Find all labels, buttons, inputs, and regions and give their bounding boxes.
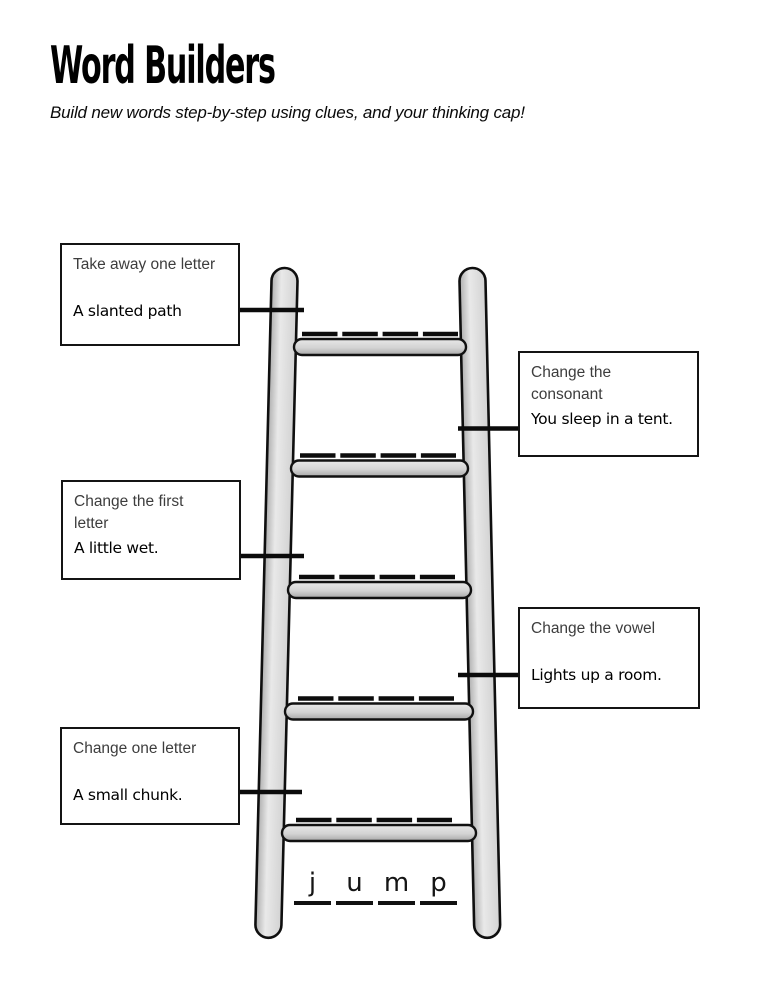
clue-instruction: Change one letter	[73, 740, 197, 757]
start-letter-slot: u	[336, 864, 373, 905]
ladder-rung	[292, 337, 468, 357]
start-letter-slot: m	[378, 864, 415, 905]
clue-answer-hint: A slanted path	[73, 302, 182, 320]
clue-answer-hint: A small chunk.	[73, 786, 183, 804]
clue-answer-hint: You sleep in a tent.	[531, 410, 673, 428]
ladder-rail-left	[254, 266, 299, 940]
clue-box: Change the first letter A little wet.	[61, 480, 241, 580]
ladder-rung	[289, 459, 470, 478]
start-word-row: j u m p	[294, 864, 457, 905]
ladder-rung	[283, 702, 475, 721]
clue-instruction: Change the vowel	[531, 620, 656, 637]
clue-box: Take away one letter A slanted path	[60, 243, 240, 346]
clue-instruction: Change the first letter	[74, 493, 184, 532]
clue-box: Change one letter A small chunk.	[60, 727, 240, 825]
page-subtitle: Build new words step-by-step using clues…	[50, 103, 525, 122]
clue-instruction: Change the consonant	[531, 364, 612, 403]
page-title: Word Builders	[50, 36, 276, 96]
clue-box: Change the consonant You sleep in a tent…	[518, 351, 699, 457]
start-letter-slot: p	[420, 864, 457, 905]
ladder-rung	[280, 823, 478, 843]
clue-instruction: Take away one letter	[73, 256, 216, 273]
clue-answer-hint: Lights up a room.	[531, 666, 662, 684]
ladder-rail-right	[458, 266, 502, 940]
clue-answer-hint: A little wet.	[74, 539, 159, 557]
clue-box: Change the vowel Lights up a room.	[518, 607, 700, 709]
start-letter-slot: j	[294, 864, 331, 905]
ladder-rung	[286, 580, 473, 600]
